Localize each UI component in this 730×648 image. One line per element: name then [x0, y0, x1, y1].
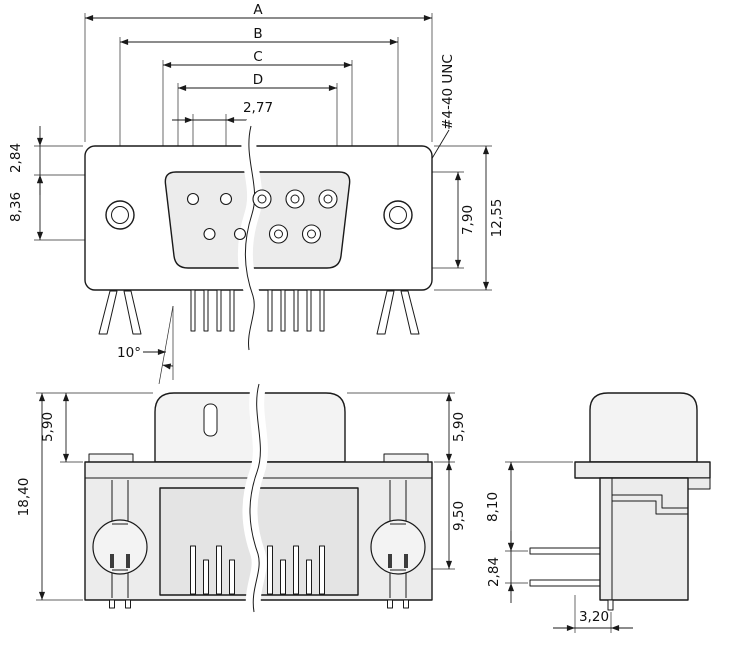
hood-height-left-label: 5,90	[40, 412, 56, 442]
side-view: 8,10 2,84 3,20	[485, 392, 711, 633]
boardlock-clip-side	[612, 494, 688, 515]
pin-rows-side	[529, 547, 606, 587]
dimension-lines-side	[507, 462, 633, 632]
pcb-pins-front	[190, 289, 325, 332]
flange-tab-left	[88, 453, 134, 463]
flange-side	[574, 461, 711, 479]
dim-a-label: A	[253, 2, 263, 18]
hood	[154, 392, 346, 463]
hood-latch-slot	[203, 403, 218, 437]
flange-step	[687, 477, 711, 490]
break-line-front	[237, 118, 263, 358]
hood-height-right-label: 5,90	[451, 412, 467, 442]
thread-callout-label: #4-40 UNC	[440, 54, 456, 130]
front-elevation-view: 5,90 18,40 5,90 9,50	[16, 376, 467, 620]
flange-height-label: 12,55	[489, 199, 505, 238]
dim-c-label: C	[253, 49, 262, 65]
face-to-leg-label: 3,20	[579, 609, 609, 625]
contact-holes	[186, 189, 338, 244]
jackscrew-ear-left	[92, 480, 148, 609]
break-line-elevation	[242, 376, 268, 620]
overall-height-label: 18,40	[16, 478, 32, 517]
dimension-lines-elevation	[38, 393, 453, 600]
front-view: A B C D 2,77 2,84 8,36 #4-40 UNC 7,90 12…	[8, 2, 505, 385]
dim-b-label: B	[253, 26, 262, 42]
mounting-hole-left	[105, 200, 135, 230]
leg-angle-label: 10°	[117, 345, 141, 361]
body-side	[599, 477, 689, 601]
angle-callout	[143, 305, 174, 385]
boardlock-left	[98, 290, 142, 335]
mounting-hole-right	[383, 200, 413, 230]
pcb-pins-elevation	[190, 545, 325, 595]
insert-height-label: 7,90	[460, 205, 476, 235]
boardlock-right	[376, 290, 420, 335]
face-dim-label: 8,36	[8, 192, 24, 222]
pin-pitch-label: 2,77	[243, 100, 273, 116]
extension-lines-side	[505, 461, 612, 633]
flange-to-pin-label: 8,10	[485, 492, 501, 522]
boardlock-leg-side	[607, 599, 614, 611]
dim-d-label: D	[253, 72, 263, 88]
row-spacing-label: 2,84	[486, 557, 502, 587]
hood-side	[589, 392, 698, 463]
flange-tab-right	[383, 453, 429, 463]
jackscrew-ear-right	[370, 480, 426, 609]
row-offset-label: 2,84	[8, 143, 24, 173]
body-height-label: 9,50	[451, 501, 467, 531]
